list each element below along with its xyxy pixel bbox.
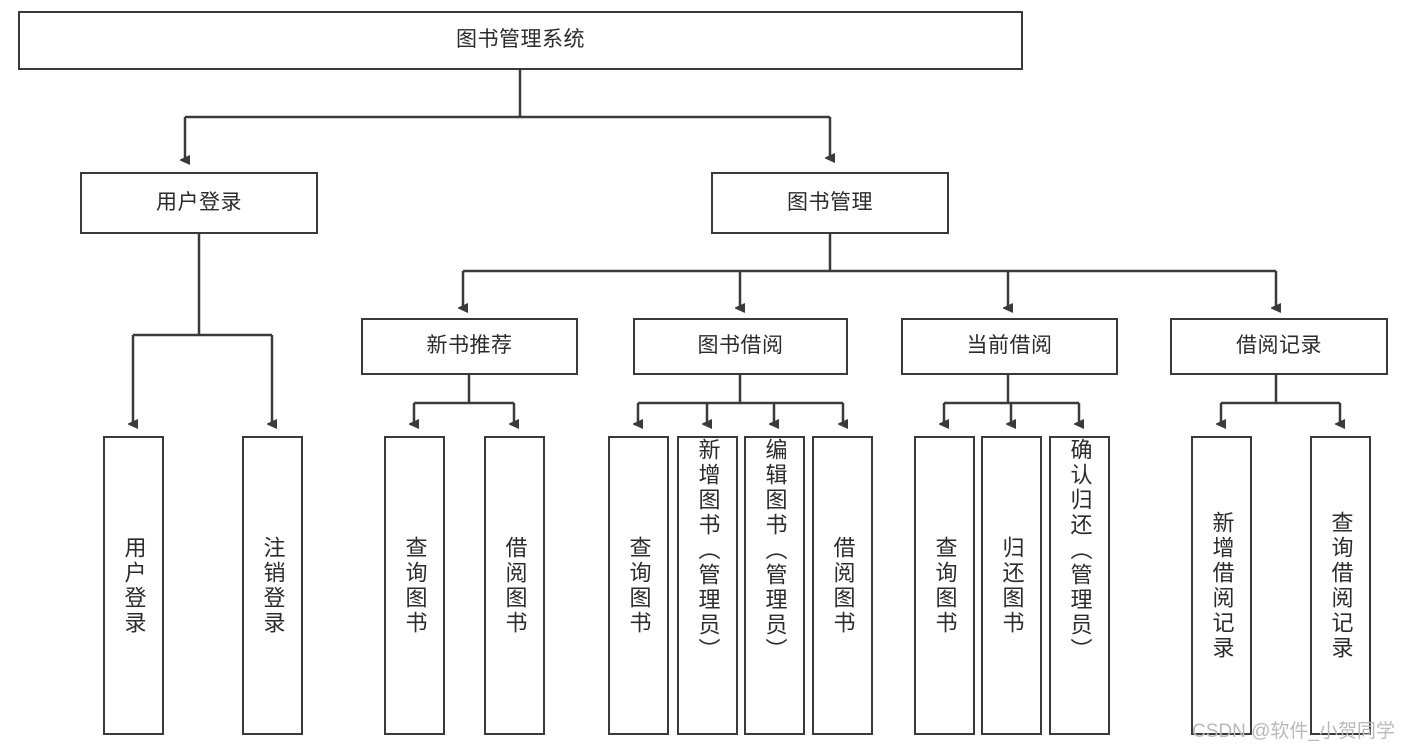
node-leaf-query-book-2[interactable]: 查询图书 xyxy=(608,436,669,735)
node-leaf-borrow-book-2-label: 借阅图书 xyxy=(830,535,856,636)
node-leaf-query-record[interactable]: 查询借阅记录 xyxy=(1310,436,1371,735)
node-leaf-query-book-1[interactable]: 查询图书 xyxy=(384,436,445,735)
node-leaf-query-book-2-label: 查询图书 xyxy=(626,535,652,636)
node-leaf-confirm-return[interactable]: 确认归还（管理员） xyxy=(1049,436,1110,735)
node-leaf-user-logout-label: 注销登录 xyxy=(260,535,286,636)
node-leaf-add-book[interactable]: 新增图书（管理员） xyxy=(677,436,738,735)
node-leaf-borrow-book-1-label: 借阅图书 xyxy=(502,535,528,636)
node-leaf-add-record[interactable]: 新增借阅记录 xyxy=(1191,436,1252,735)
node-user-login[interactable]: 用户登录 xyxy=(80,172,318,234)
node-leaf-user-login[interactable]: 用户登录 xyxy=(103,436,164,735)
node-borrow-record-label: 借阅记录 xyxy=(1236,334,1322,358)
node-leaf-return-book-label: 归还图书 xyxy=(999,535,1025,636)
node-leaf-query-record-label: 查询借阅记录 xyxy=(1328,510,1354,661)
node-new-book-rec-label: 新书推荐 xyxy=(426,334,513,358)
node-book-borrow[interactable]: 图书借阅 xyxy=(633,318,848,375)
node-current-borrow-label: 当前借阅 xyxy=(966,334,1053,358)
node-leaf-query-book-3-label: 查询图书 xyxy=(932,535,958,636)
node-leaf-confirm-return-label: 确认归还（管理员） xyxy=(1067,438,1093,663)
node-borrow-record[interactable]: 借阅记录 xyxy=(1170,318,1388,375)
node-leaf-return-book[interactable]: 归还图书 xyxy=(981,436,1042,735)
node-root[interactable]: 图书管理系统 xyxy=(18,11,1023,70)
node-book-borrow-label: 图书借阅 xyxy=(697,334,784,358)
node-leaf-user-logout[interactable]: 注销登录 xyxy=(242,436,303,735)
node-leaf-borrow-book-1[interactable]: 借阅图书 xyxy=(484,436,545,735)
node-leaf-add-book-label: 新增图书（管理员） xyxy=(695,438,721,663)
node-leaf-borrow-book-2[interactable]: 借阅图书 xyxy=(812,436,873,735)
node-leaf-query-book-1-label: 查询图书 xyxy=(402,535,428,636)
node-leaf-query-book-3[interactable]: 查询图书 xyxy=(914,436,975,735)
node-leaf-add-record-label: 新增借阅记录 xyxy=(1209,510,1235,661)
node-leaf-user-login-label: 用户登录 xyxy=(121,535,147,636)
node-leaf-edit-book[interactable]: 编辑图书（管理员） xyxy=(744,436,805,735)
node-book-manage[interactable]: 图书管理 xyxy=(711,172,949,234)
watermark-text: CSDN @软件_小贺同学 xyxy=(1192,721,1395,742)
node-user-login-label: 用户登录 xyxy=(156,190,242,214)
node-current-borrow[interactable]: 当前借阅 xyxy=(901,318,1118,375)
node-new-book-rec[interactable]: 新书推荐 xyxy=(361,318,578,375)
node-book-manage-label: 图书管理 xyxy=(787,190,873,214)
node-leaf-edit-book-label: 编辑图书（管理员） xyxy=(762,438,788,663)
node-root-label: 图书管理系统 xyxy=(456,28,585,52)
